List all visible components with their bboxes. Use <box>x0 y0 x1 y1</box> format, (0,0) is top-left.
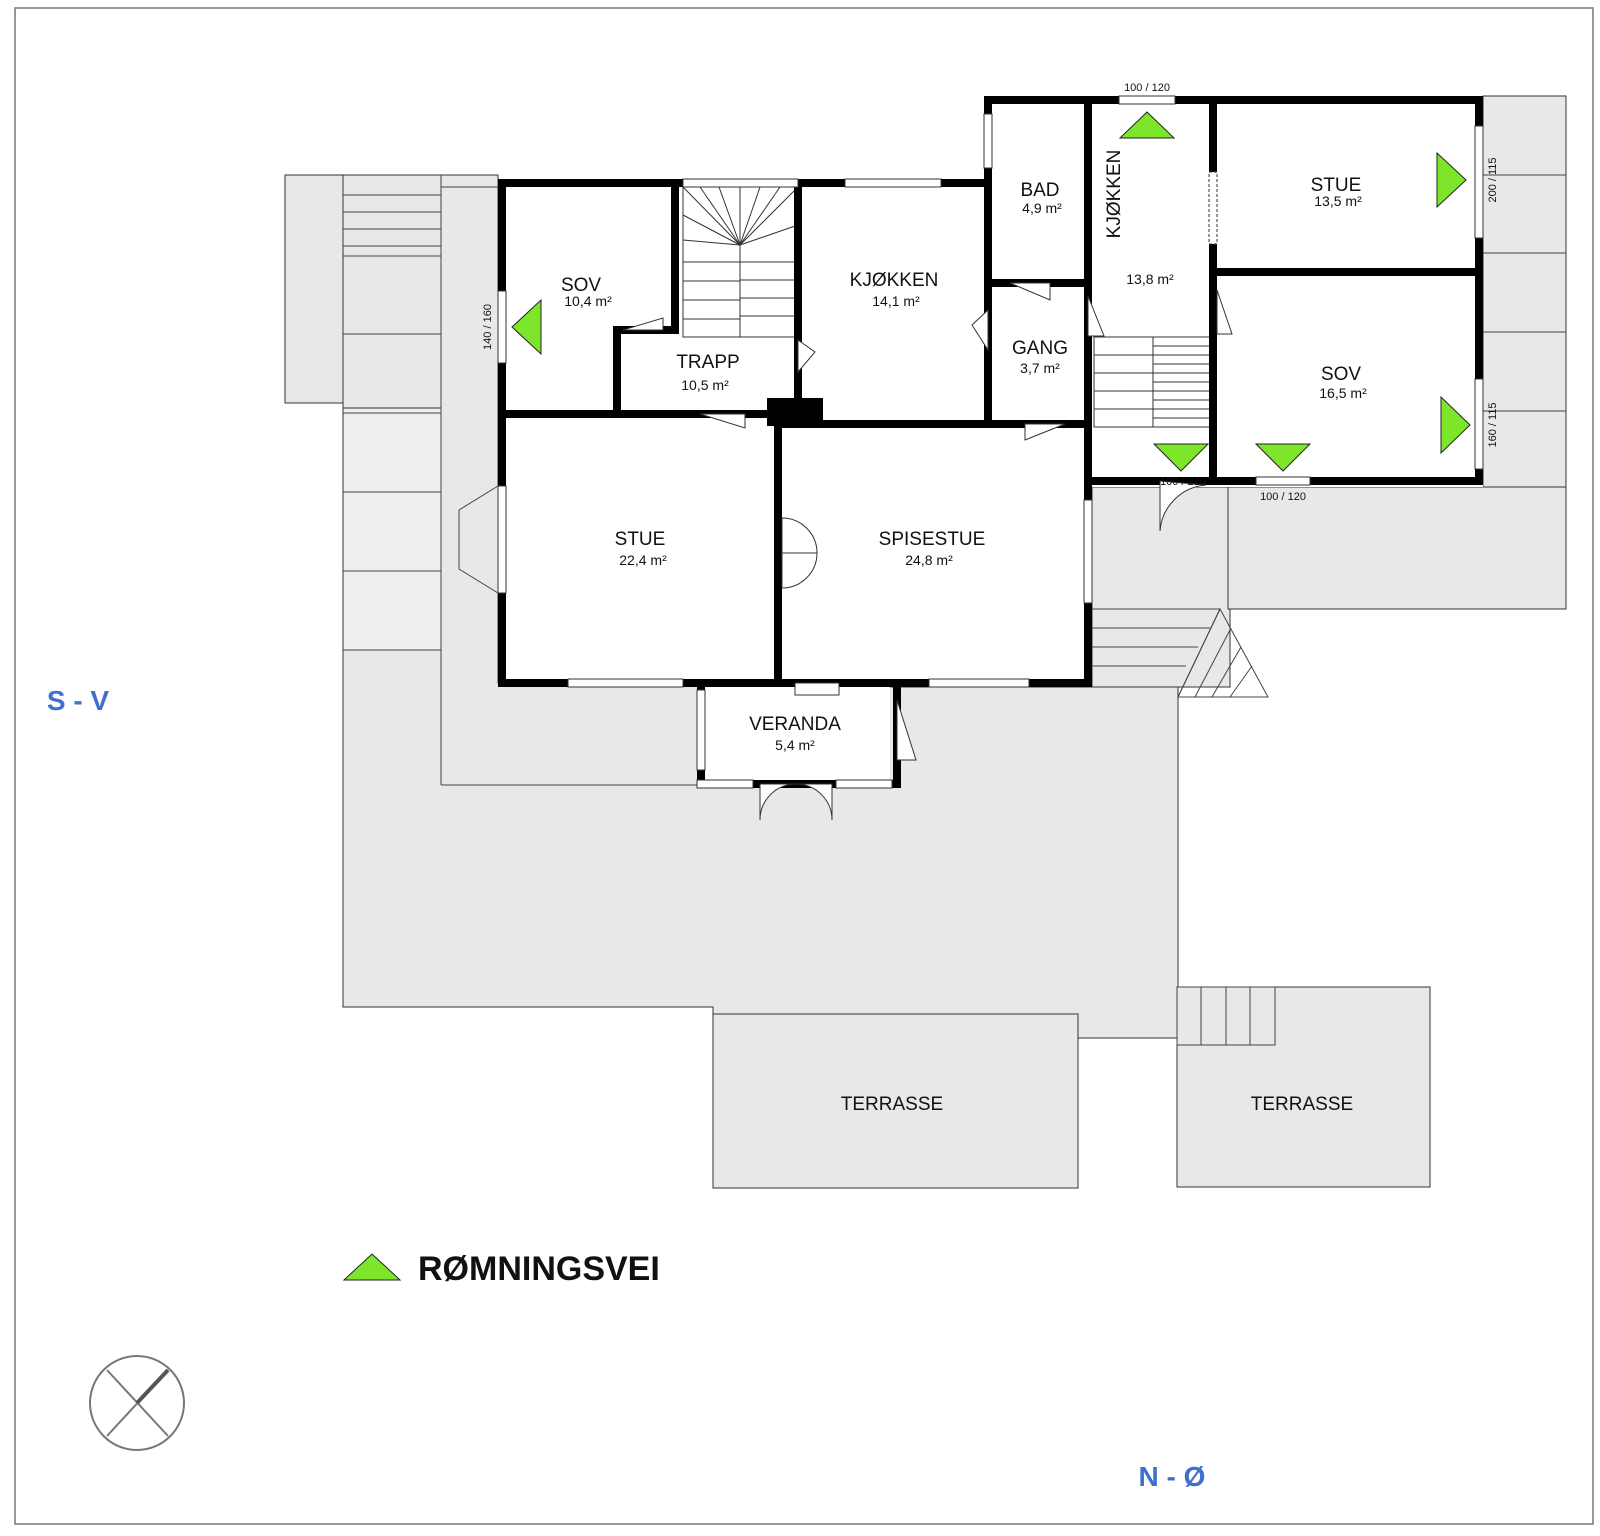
room-name: KJØKKEN <box>1104 150 1125 239</box>
room-area: 24,8 m² <box>905 552 953 568</box>
orientation-label-sw: S - V <box>47 685 110 716</box>
room-area: 10,4 m² <box>564 293 612 309</box>
orientation-label-ne: N - Ø <box>1139 1461 1206 1492</box>
room-area: 4,9 m² <box>1022 200 1062 216</box>
escape-arrows <box>342 111 1471 1281</box>
room-area: 5,4 m² <box>775 737 815 753</box>
right-deck <box>1227 486 1567 610</box>
room-floors <box>498 96 1483 780</box>
terrace-label: TERRASSE <box>1251 1094 1353 1115</box>
room-area: 3,7 m² <box>1020 360 1060 376</box>
terrace-right <box>1176 986 1431 1188</box>
room-name: SOV <box>561 275 601 296</box>
window-dim-label: 140 / 160 <box>482 304 494 350</box>
escape-arrow-kjokken-2-down <box>1152 443 1210 472</box>
escape-arrow-stue-2 <box>1436 151 1467 209</box>
exterior-details <box>343 174 1566 1046</box>
left-steps-area <box>284 174 344 404</box>
room-area: 22,4 m² <box>619 552 667 568</box>
room-labels: SOV 10,4 m² TRAPP 10,5 m² KJØKKEN 14,1 m… <box>561 150 1367 753</box>
escape-arrow-sov-2 <box>1440 395 1471 455</box>
compass-icon <box>89 1355 185 1451</box>
legend-arrow-icon <box>342 1253 402 1281</box>
room-name: STUE <box>615 529 666 550</box>
window-dim-label: 100 / 210 <box>1160 476 1206 488</box>
room-area: 14,1 m² <box>872 293 920 309</box>
doors <box>622 171 1233 821</box>
right-strip <box>1482 95 1567 488</box>
window-dim-label: 160 / 115 <box>1487 402 1499 447</box>
room-area: 10,5 m² <box>681 377 729 393</box>
room-area: 16,5 m² <box>1319 385 1367 401</box>
room-area: 13,5 m² <box>1314 193 1362 209</box>
window-dim-label: 100 / 120 <box>1124 82 1170 94</box>
room-name: STUE <box>1311 175 1362 196</box>
deck-strip <box>342 407 442 651</box>
room-area: 13,8 m² <box>1126 271 1174 287</box>
room-name: SPISESTUE <box>879 529 986 550</box>
chimney <box>767 398 823 426</box>
terrace-label: TERRASSE <box>841 1094 943 1115</box>
window-dim-label: 100 / 120 <box>1260 491 1306 503</box>
room-name: SOV <box>1321 364 1361 385</box>
escape-arrow-sov-1 <box>511 298 542 356</box>
room-name: BAD <box>1020 180 1059 201</box>
room-name: TRAPP <box>676 352 739 373</box>
room-name: KJØKKEN <box>850 270 939 291</box>
terrace-left <box>712 1013 1079 1189</box>
window-dim-label: 200 / 115 <box>1487 157 1499 202</box>
escape-arrow-sov-2-down <box>1254 443 1312 472</box>
legend-label: RØMNINGSVEI <box>418 1250 660 1288</box>
escape-arrow-kjokken-2 <box>1118 111 1176 139</box>
room-name: GANG <box>1012 338 1068 359</box>
windows <box>497 95 1484 789</box>
room-name: VERANDA <box>749 714 841 735</box>
